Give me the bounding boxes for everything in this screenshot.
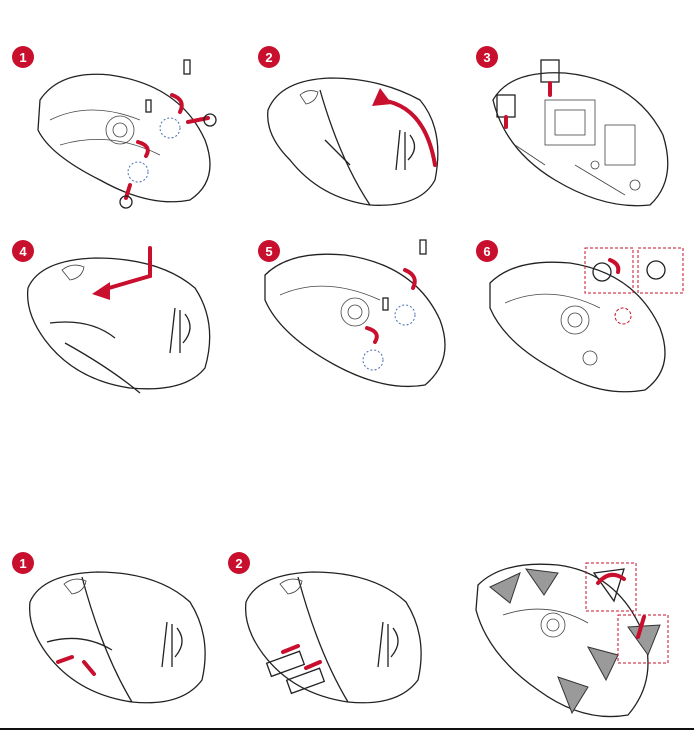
mouse-top-bottom1 xyxy=(22,562,217,712)
mouse-top-step2 xyxy=(260,70,450,210)
mouse-feet-bottom3 xyxy=(468,555,688,725)
mouse-top-step4 xyxy=(20,248,220,398)
mouse-internal-step3 xyxy=(485,55,680,210)
mouse-bottom-step1 xyxy=(20,60,230,210)
step-badge-2: 2 xyxy=(258,46,280,68)
mouse-bottom-step5 xyxy=(255,240,455,395)
page-baseline xyxy=(0,728,694,730)
mouse-bottom-step6 xyxy=(480,248,685,398)
mouse-top-bottom2 xyxy=(238,562,433,712)
